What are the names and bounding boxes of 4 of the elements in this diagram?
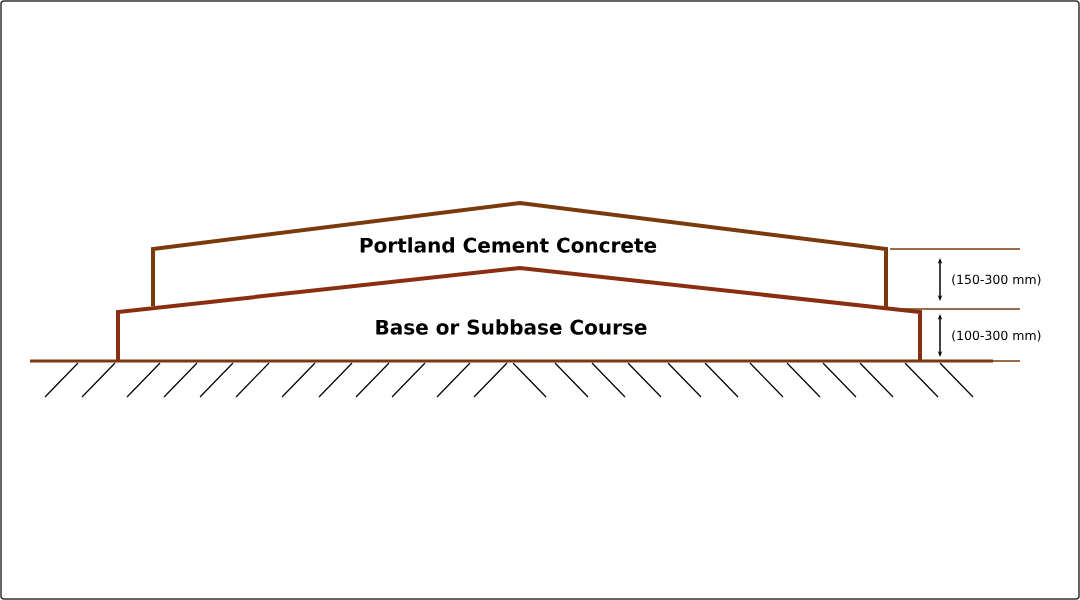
dimension-label: (150-300 mm) [952,274,1041,286]
pavement-layer: Portland Cement Concrete [151,201,888,308]
dimension-label: (100-300 mm) [952,330,1041,342]
pavement-layer: Base or Subbase Course [116,266,922,361]
